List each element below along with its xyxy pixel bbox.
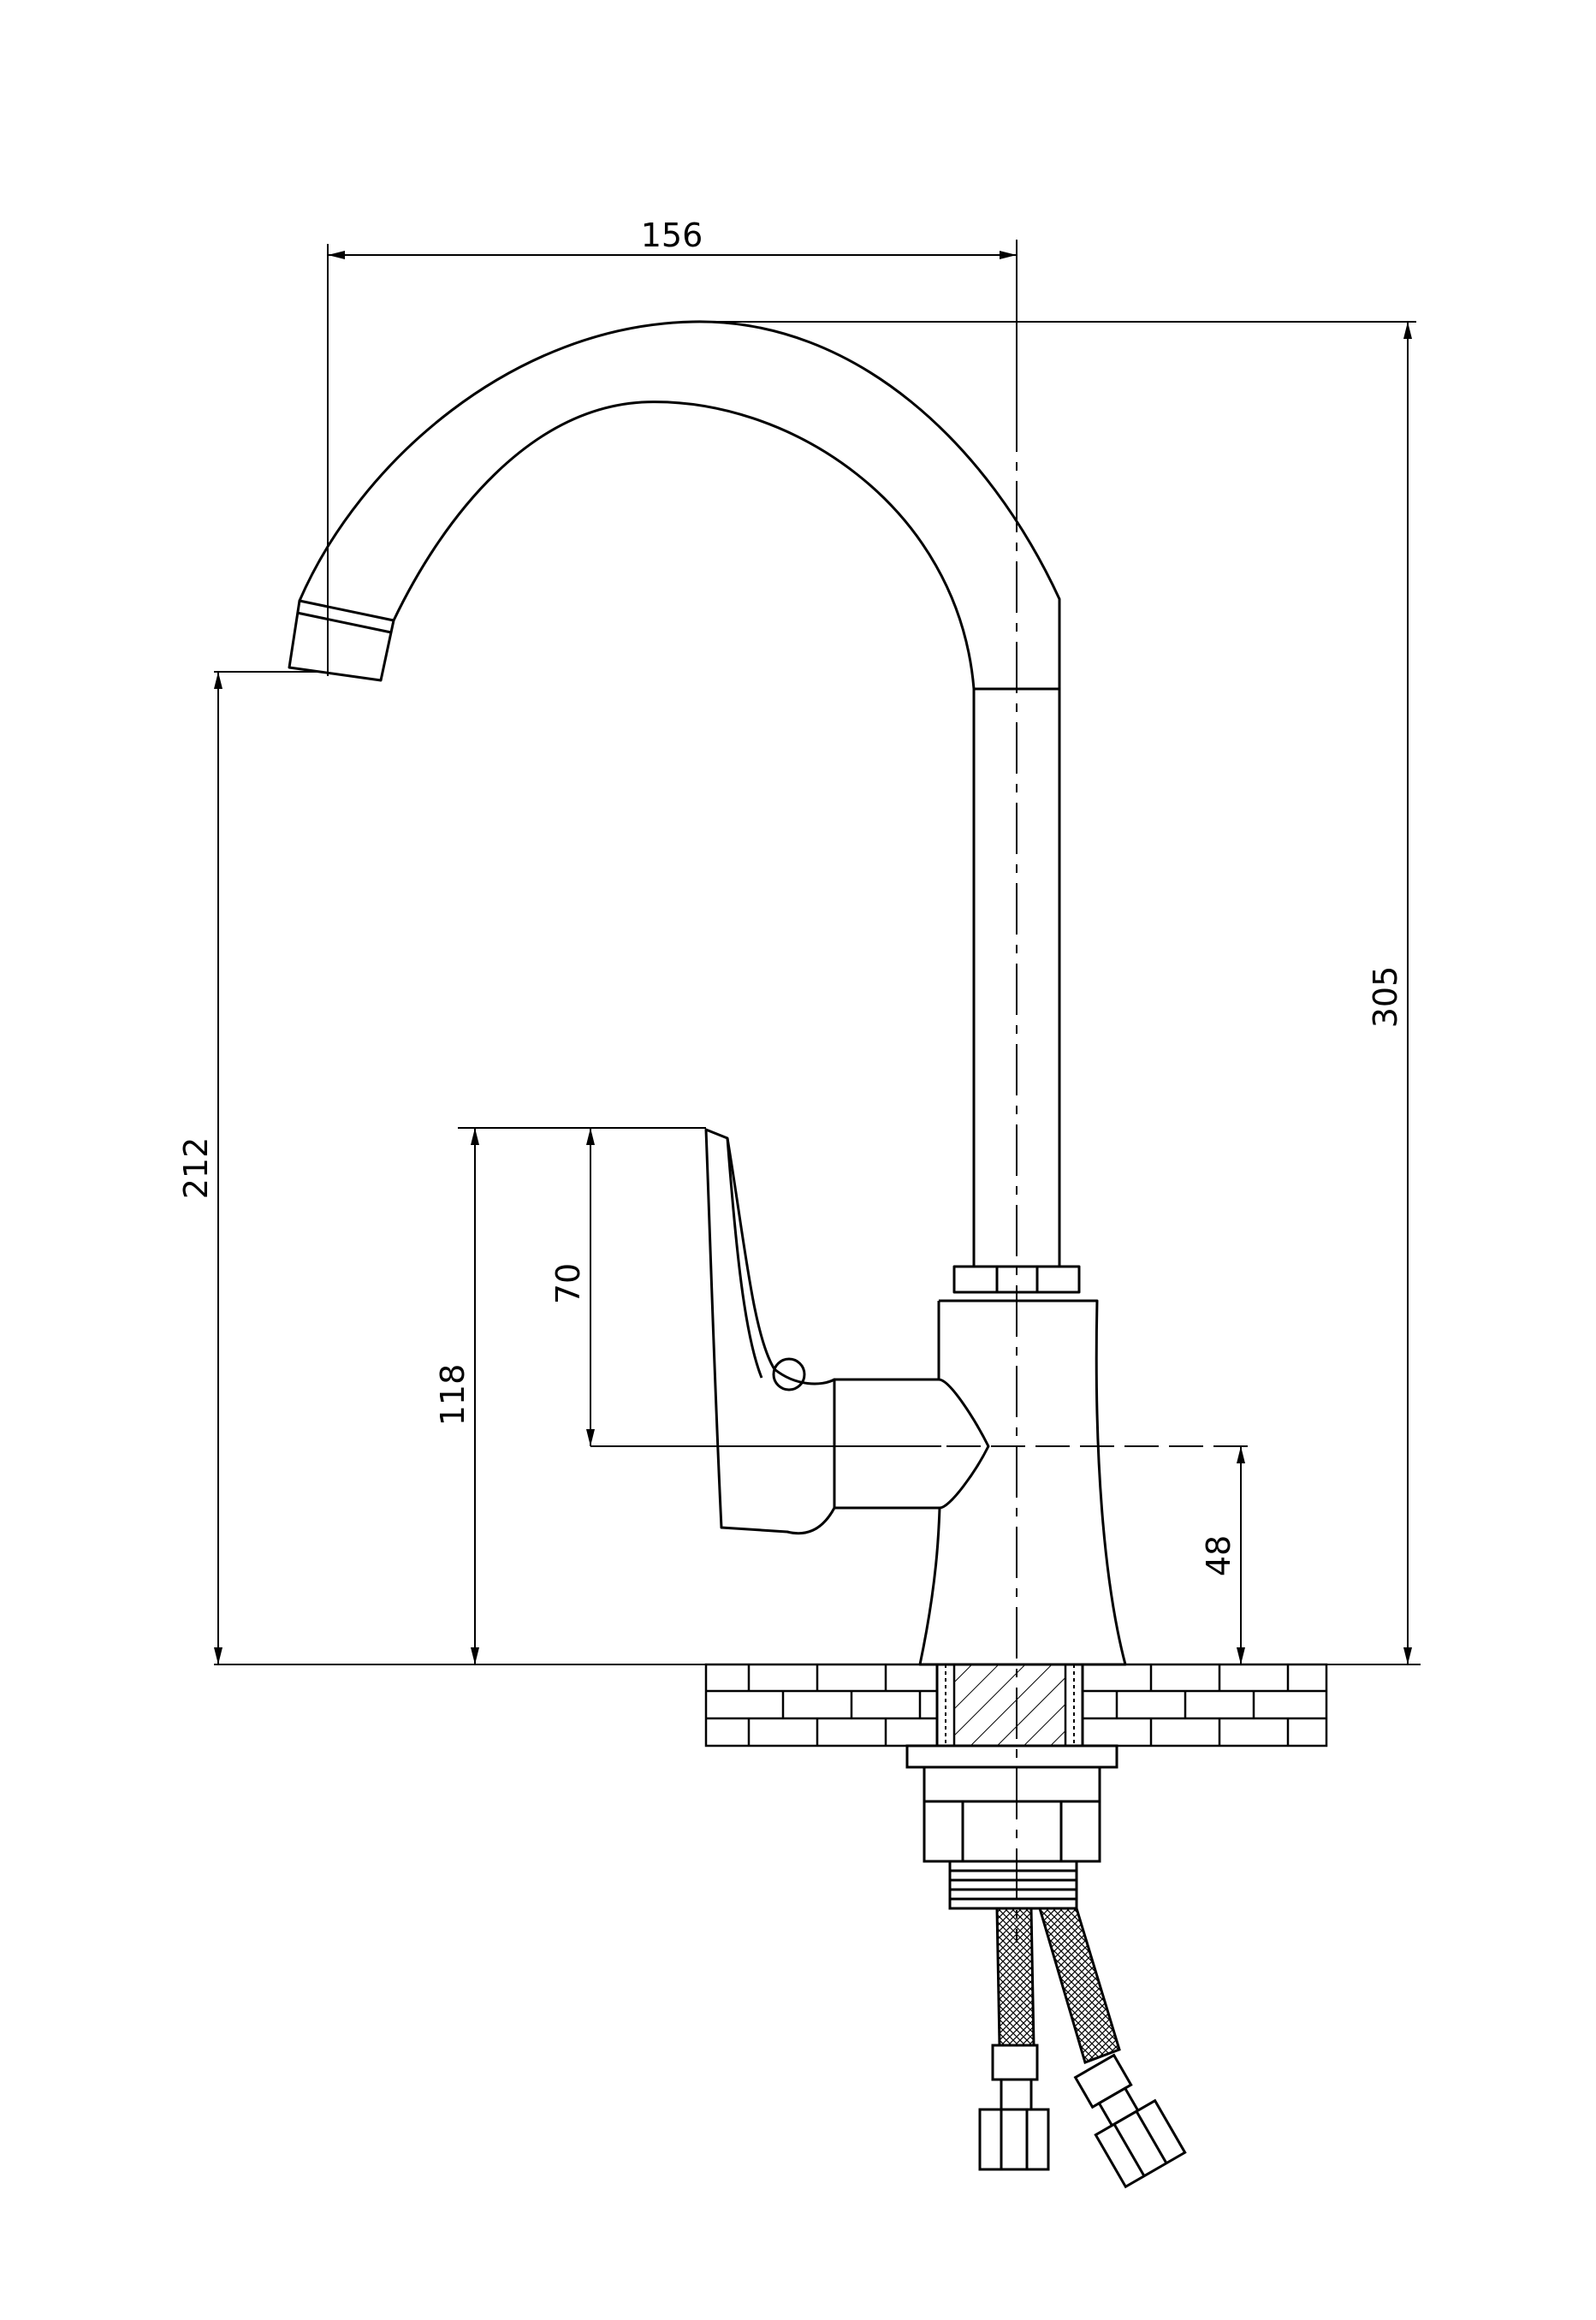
dim-label-handle-height: 70 (549, 1263, 587, 1304)
dim-label-total-height: 305 (1367, 966, 1404, 1029)
spout-aerator (288, 599, 395, 682)
dim-label-handle-top-height: 118 (434, 1364, 472, 1427)
faucet (288, 320, 1127, 1666)
dim-label-spout-reach: 156 (641, 217, 703, 254)
dim-label-spout-outlet-height: 212 (177, 1137, 215, 1200)
spout (298, 320, 1061, 1267)
faucet-body (918, 1299, 1127, 1666)
dim-label-handle-axis-height: 48 (1200, 1535, 1237, 1576)
flexible-hoses (978, 1907, 1187, 2189)
dimensions (214, 244, 1421, 1665)
mounting-shank-section (935, 1663, 1084, 1747)
lever-handle (704, 1128, 836, 1535)
cartridge-housing (833, 1378, 990, 1510)
mounting-hardware (905, 1744, 1118, 1910)
